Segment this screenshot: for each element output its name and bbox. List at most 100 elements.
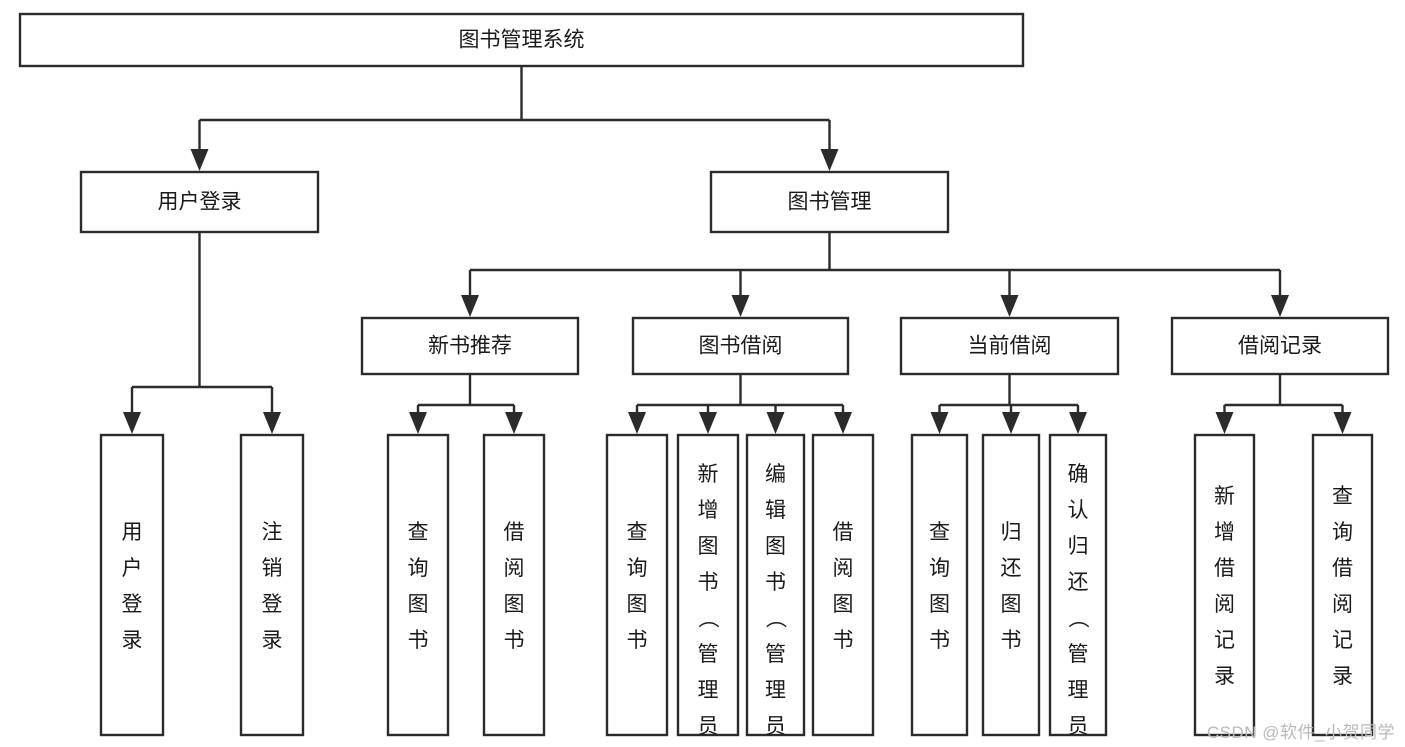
node-label-char: （ [764, 607, 787, 628]
node-label-new-book-rec: 新书推荐 [428, 335, 512, 358]
node-label-char: 户 [122, 557, 143, 580]
node-label-char: 书 [504, 629, 525, 652]
arrow-head-icon [766, 412, 785, 434]
node-label-char: 录 [122, 629, 143, 652]
node-label-borrow-record: 借阅记录 [1238, 335, 1322, 358]
arrow-head-icon [1069, 412, 1087, 434]
node-label-char: 增 [698, 499, 719, 522]
node-label-char: 确 [1068, 463, 1089, 486]
node-user-login-do[interactable]: 用户登录 [99, 433, 165, 737]
node-label-char: 理 [765, 679, 786, 702]
node-label-char: 书 [1001, 629, 1022, 652]
arrow-head-icon [505, 412, 523, 434]
node-label-char: 查 [408, 521, 429, 544]
arrow-head-icon [834, 412, 852, 434]
node-label-book-borrow: 图书借阅 [699, 335, 783, 358]
arrow-head-icon [461, 295, 479, 317]
node-label-char: 图 [929, 593, 950, 616]
node-label-char: 书 [698, 571, 719, 594]
node-label-char: 归 [1068, 535, 1089, 558]
node-box-bb-borrow-book [811, 433, 875, 737]
node-label-char: 书 [765, 571, 786, 594]
node-label-char: 书 [408, 629, 429, 652]
node-box-book-manage [709, 170, 950, 234]
node-label-char: 阅 [504, 557, 525, 580]
node-label-user-login: 用户登录 [158, 191, 242, 214]
node-box-borrow-record [1170, 316, 1390, 376]
node-label-char: 管 [765, 643, 786, 666]
arrow-head-icon [123, 412, 141, 434]
node-label-char: 询 [408, 557, 429, 580]
node-box-br-add-record [1193, 433, 1256, 737]
node-label-char: 询 [929, 557, 950, 580]
node-box-root [18, 12, 1025, 68]
node-box-book-borrow [631, 316, 850, 376]
connector-book-manage-to-level3 [461, 232, 1289, 317]
connector-borrow-record-to-leaves [1215, 374, 1352, 434]
node-new-book-rec[interactable]: 新书推荐 [360, 316, 580, 376]
node-label-char: 辑 [765, 499, 786, 522]
node-label-char: 归 [1001, 521, 1022, 544]
node-label-char: 新 [698, 463, 719, 486]
node-box-cb-confirm-return [1048, 433, 1108, 737]
node-label-char: 录 [262, 629, 283, 652]
node-label-char: 认 [1068, 499, 1089, 522]
arrow-head-icon [699, 412, 717, 434]
node-user-login[interactable]: 用户登录 [79, 170, 320, 234]
connector-book-borrow-to-leaves [628, 374, 852, 434]
node-box-user-logout [239, 433, 305, 737]
node-label-char: 书 [833, 629, 854, 652]
node-label-char: 理 [1068, 679, 1089, 702]
arrow-head-icon [263, 412, 281, 434]
node-label-char: 图 [765, 535, 786, 558]
node-label-book-manage: 图书管理 [788, 191, 872, 214]
node-borrow-record[interactable]: 借阅记录 [1170, 316, 1390, 376]
arrow-head-icon [1215, 412, 1234, 434]
node-box-bb-add-book [676, 433, 740, 737]
node-label-char: 注 [262, 521, 283, 544]
connector-user-login-to-leaves [123, 232, 281, 434]
arrow-head-icon [820, 149, 839, 171]
connector-root-to-level2 [190, 66, 839, 171]
node-book-manage[interactable]: 图书管理 [709, 170, 950, 234]
node-label-char: 记 [1332, 629, 1353, 652]
node-box-current-borrow [899, 316, 1120, 376]
arrow-head-icon [731, 295, 750, 317]
node-root[interactable]: 图书管理系统 [18, 12, 1025, 68]
node-label-char: 借 [833, 521, 854, 544]
node-label-char: 录 [1332, 665, 1353, 688]
node-label-char: 阅 [833, 557, 854, 580]
node-label-char: 增 [1214, 521, 1235, 544]
node-layer: 图书管理系统用户登录用户登录注销登录图书管理新书推荐查询图书借阅图书图书借阅查询… [18, 12, 1390, 747]
node-box-nbr-query-book [386, 433, 450, 737]
node-box-user-login [79, 170, 320, 234]
node-label-char: 图 [408, 593, 429, 616]
node-label-char: 图 [627, 593, 648, 616]
node-label-char: 图 [833, 593, 854, 616]
connector-current-borrow-to-leaves [930, 374, 1087, 434]
arrow-head-icon [628, 412, 646, 434]
node-box-new-book-rec [360, 316, 580, 376]
arrow-head-icon [190, 149, 209, 171]
node-label-char: 编 [765, 463, 786, 486]
arrow-head-icon [1000, 295, 1019, 317]
node-current-borrow[interactable]: 当前借阅 [899, 316, 1120, 376]
node-label-char: 销 [262, 557, 283, 580]
arrow-head-icon [1002, 412, 1020, 434]
node-book-borrow[interactable]: 图书借阅 [631, 316, 850, 376]
connector-layer [123, 66, 1352, 434]
arrow-head-icon [409, 412, 427, 434]
